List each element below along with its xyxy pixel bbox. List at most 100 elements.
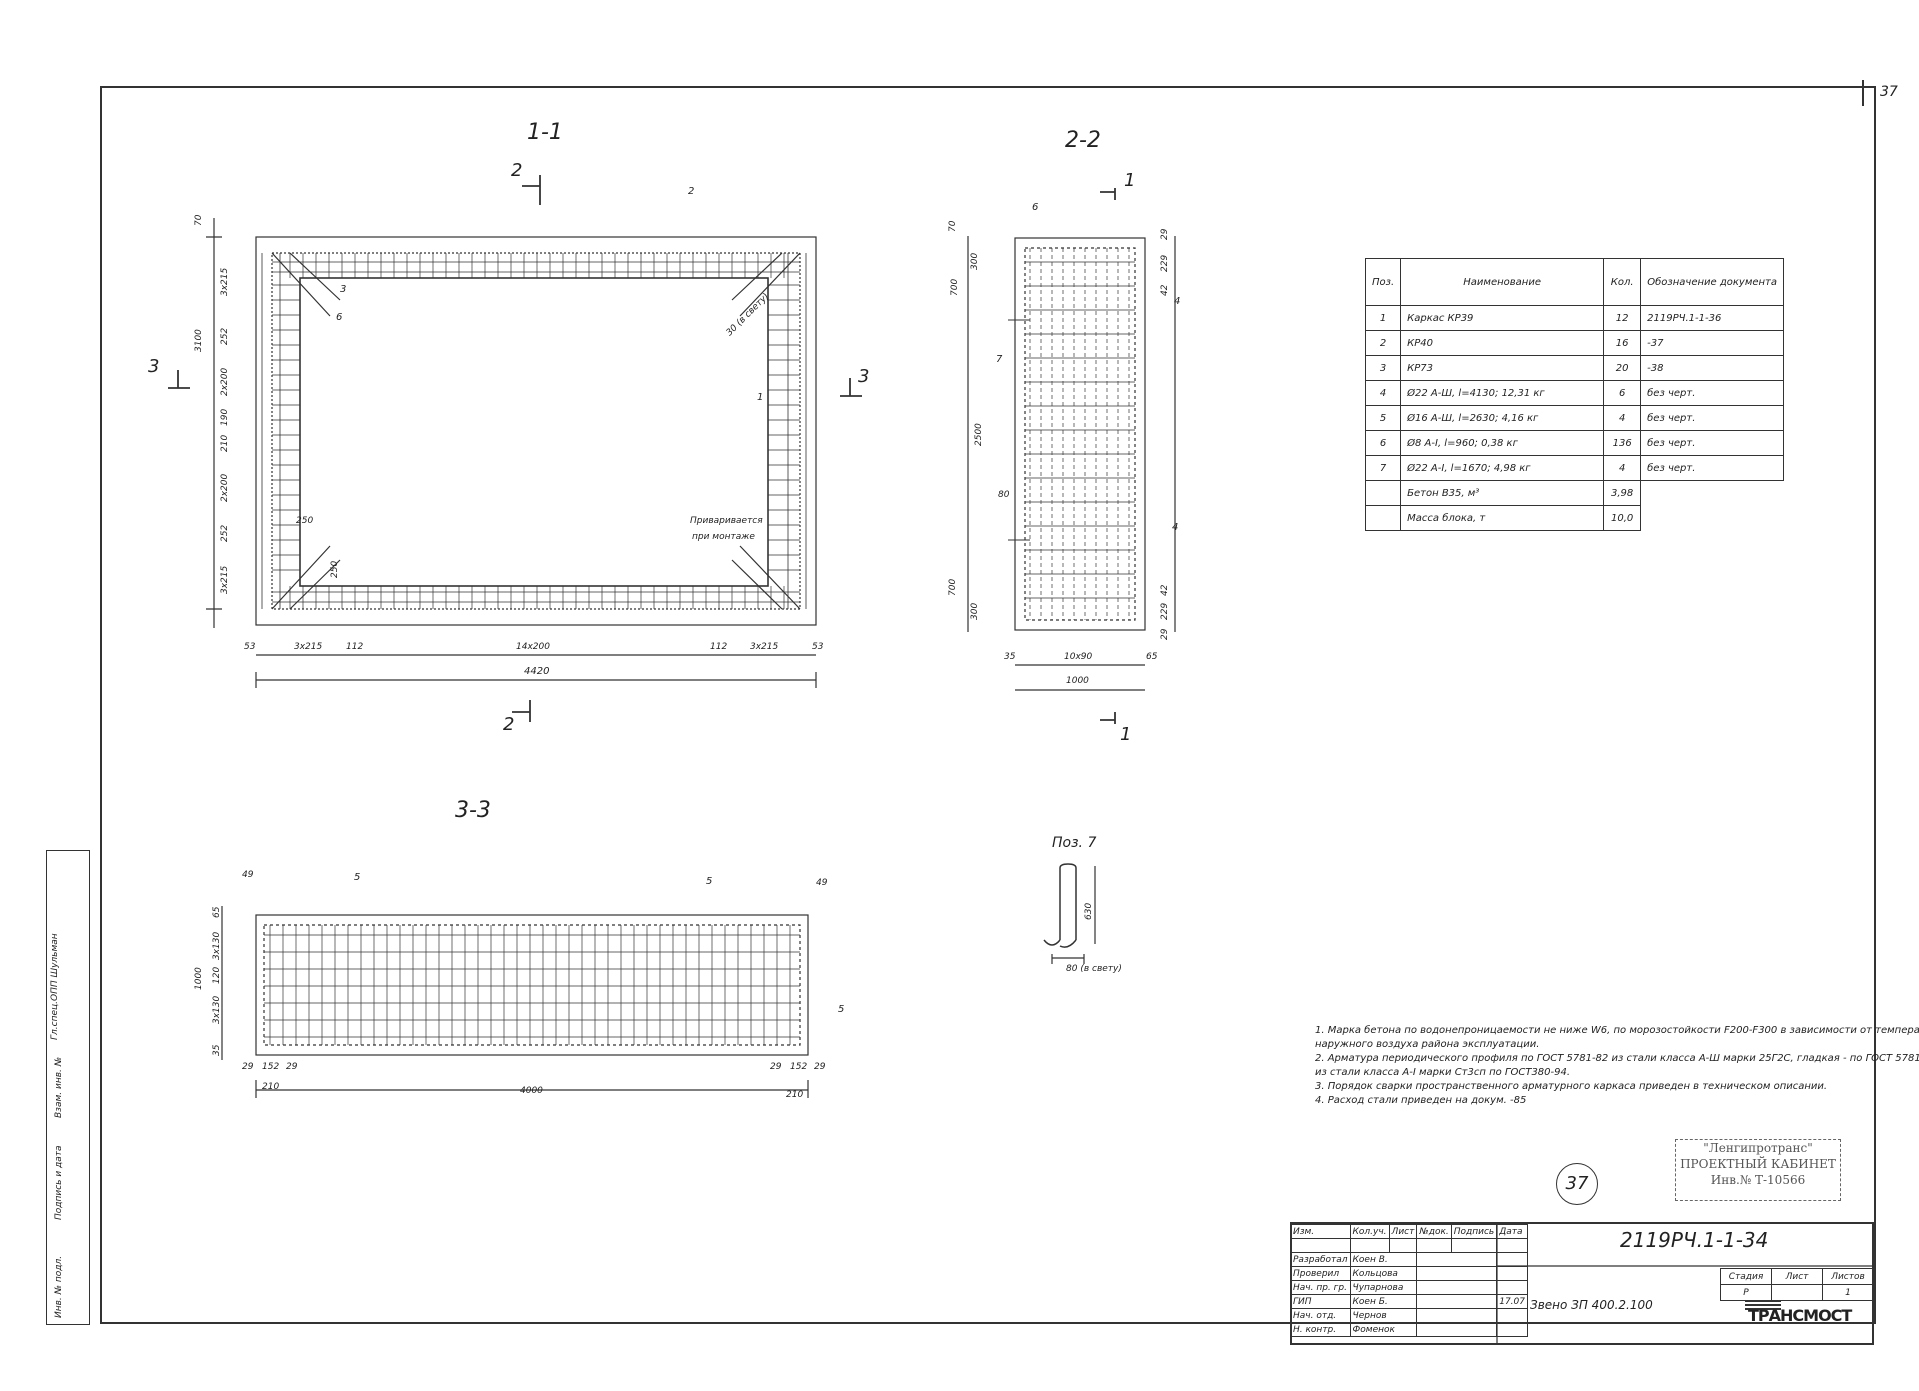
tb-person: Коен В. — [1349, 1252, 1418, 1267]
spec-cell: КР73 — [1400, 355, 1605, 381]
s11-weld-note: Приваривается — [690, 516, 763, 526]
s11-dim-left: 3x215 — [220, 267, 230, 296]
s33-dim-total-bottom: 4000 — [520, 1086, 543, 1096]
cut-mark-3-right: 3 — [858, 366, 870, 387]
spec-cell: Каркас КР39 — [1400, 305, 1605, 331]
s33-callout: 5 — [838, 1004, 845, 1015]
tb-header: Дата — [1496, 1224, 1528, 1239]
s22-callout: 4 — [1174, 296, 1181, 307]
note-line: 3. Порядок сварки пространственного арма… — [1315, 1081, 1828, 1092]
spec-header: Обозначение документа — [1640, 258, 1785, 306]
strip-label: Взам. инв. № — [54, 1056, 64, 1118]
tb-date — [1496, 1280, 1528, 1295]
s33-dim-total-left: 1000 — [194, 967, 204, 990]
spec-cell — [1641, 481, 1784, 506]
stamp-line: ПРОЕКТНЫЙ КАБИНЕТ — [1680, 1157, 1836, 1171]
cut-mark-2-top: 2 — [511, 160, 523, 181]
title-block-signatures: Изм. Кол.уч. Лист №док. Подпись Дата Раз… — [1290, 1224, 1528, 1337]
s33-dim-bottom: 29 — [814, 1062, 826, 1072]
poz7-title: Поз. 7 — [1052, 835, 1097, 851]
s11-dim-total-bottom: 4420 — [524, 666, 550, 677]
s11-dim-total-left: 3100 — [194, 329, 204, 352]
s22-dim-right: 229 — [1160, 602, 1170, 620]
stage-header: Листов — [1822, 1268, 1874, 1285]
s11-opening — [299, 277, 769, 587]
s11-callout: 3 — [340, 284, 347, 295]
s33-dim-bottom: 152 — [790, 1062, 808, 1072]
general-notes: 1. Марка бетона по водонепроницаемости н… — [1315, 1024, 1919, 1108]
spec-cell: без черт. — [1640, 455, 1785, 481]
spec-header: Кол. — [1603, 258, 1642, 306]
tb-person: Чупарнова — [1349, 1280, 1418, 1295]
tb-signature — [1416, 1308, 1498, 1323]
tb-date — [1496, 1308, 1528, 1323]
tb-header: №док. — [1416, 1224, 1452, 1239]
stage-header: Лист — [1771, 1268, 1823, 1285]
spec-cell — [1364, 480, 1402, 506]
note-line: из стали класса А-I марки Ст3сп по ГОСТ3… — [1315, 1067, 1571, 1078]
s33-dim-bottom: 152 — [262, 1062, 280, 1072]
tb-signature — [1416, 1252, 1498, 1267]
drawing-frame — [100, 86, 1876, 1324]
note-line: наружного воздуха района эксплуатации. — [1315, 1039, 1540, 1050]
s22-dim-left: 80 — [998, 490, 1010, 500]
spec-cell: 6 — [1364, 430, 1402, 456]
stamp-line: Инв.№ Т-10566 — [1710, 1173, 1806, 1187]
s11-callout: 1 — [757, 392, 764, 403]
tb-signature — [1416, 1280, 1498, 1295]
s33-dim-bottom: 29 — [242, 1062, 254, 1072]
s11-dim-left: 2x200 — [220, 473, 230, 502]
strip-label: Инв. № подл. — [54, 1255, 64, 1318]
s11-weld-note: при монтаже — [692, 532, 755, 542]
sheet-corner-tick — [1862, 80, 1864, 106]
spec-cell: 16 — [1603, 330, 1642, 356]
tb-header: Подпись — [1450, 1224, 1498, 1239]
tb-date — [1496, 1322, 1528, 1337]
s33-outline — [255, 914, 809, 1056]
s11-dim-left: 190 — [220, 408, 230, 426]
s11-dim-left: 3x215 — [220, 565, 230, 594]
spec-cell: 4 — [1364, 380, 1402, 406]
s11-callout: 2 — [688, 186, 695, 197]
company-logo: ТРАНСМОСТ — [1748, 1306, 1852, 1325]
spec-cell: без черт. — [1640, 380, 1785, 406]
tb-date: 17.07 — [1496, 1294, 1528, 1309]
poz7-dim-height: 630 — [1084, 902, 1094, 920]
s33-dim-left: 65 — [212, 906, 222, 918]
s22-dim-right: 29 — [1160, 228, 1170, 240]
note-line: 4. Расход стали приведен на докум. -85 — [1315, 1095, 1527, 1106]
tb-person: Кольцова — [1349, 1266, 1418, 1281]
s22-dim-left: 70 — [948, 220, 958, 232]
approval-strip — [46, 850, 90, 1325]
document-code: 2119РЧ.1-1-34 — [1620, 1228, 1769, 1252]
s22-dim-left: 2500 — [974, 423, 984, 446]
cut-mark-1-top: 1 — [1124, 170, 1136, 191]
s33-callout: 5 — [354, 872, 361, 883]
spec-cell: без черт. — [1640, 430, 1785, 456]
tb-role: Разработал — [1290, 1252, 1351, 1267]
spec-header-row: Поз. Наименование Кол. Обозначение докум… — [1364, 258, 1785, 306]
s33-dim-left: 3x130 — [212, 931, 222, 960]
spec-cell — [1641, 506, 1784, 531]
tb-row: Н. контр.Фоменок — [1290, 1322, 1528, 1337]
spec-cell: 4 — [1603, 455, 1642, 481]
s11-inner-dim: 250 — [296, 516, 314, 526]
spec-cell: Ø22 А-I, l=1670; 4,98 кг — [1400, 455, 1605, 481]
spec-cell: КР40 — [1400, 330, 1605, 356]
spec-header: Наименование — [1400, 258, 1605, 306]
s22-dim-right: 42 — [1160, 284, 1170, 296]
tb-header: Изм. — [1290, 1224, 1351, 1239]
spec-cell: 2 — [1364, 330, 1402, 356]
tb-person: Коен Б. — [1349, 1294, 1418, 1309]
stamp-line: "Ленгипротранс" — [1703, 1141, 1813, 1155]
section-2-2-title: 2-2 — [1065, 128, 1101, 153]
spec-cell: 7 — [1364, 455, 1402, 481]
s33-dim-left: 3x130 — [212, 995, 222, 1024]
spec-cell: -37 — [1640, 330, 1785, 356]
s11-dim-bottom: 3x215 — [750, 642, 779, 652]
spec-cell: -38 — [1640, 355, 1785, 381]
